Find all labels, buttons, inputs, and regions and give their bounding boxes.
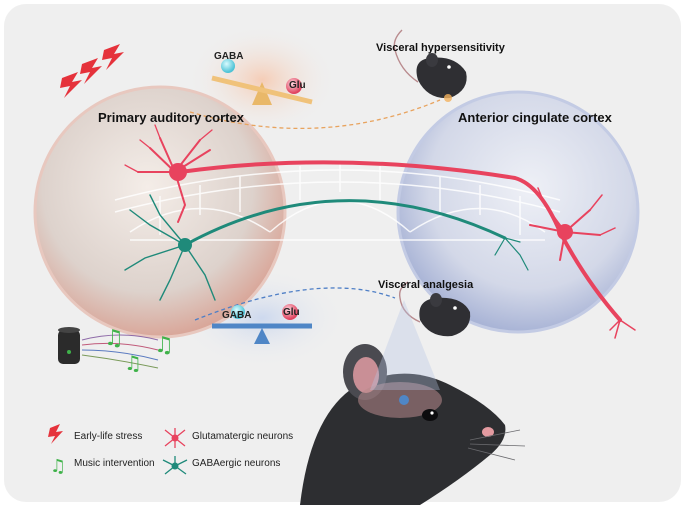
music-note-icons: ♫ ♫ ♫ (104, 326, 174, 375)
gabaergic-neuron (178, 238, 192, 252)
svg-text:♫: ♫ (104, 326, 124, 351)
visceral-analgesia-label: Visceral analgesia (378, 279, 474, 291)
top-balance-icon (211, 59, 313, 105)
legend-glutamatergic-icon (164, 428, 186, 448)
legend-music-label: Music intervention (74, 458, 155, 469)
legend-glutamatergic-label: Glutamatergic neurons (192, 431, 294, 442)
mouse-analgesia-icon (398, 281, 471, 337)
bottom-balance-icon (212, 304, 312, 344)
legend-stress-icon (48, 424, 63, 444)
anterior-cingulate-cortex-label: Anterior cingulate cortex (458, 110, 612, 125)
visceral-hypersensitivity-label: Visceral hypersensitivity (376, 42, 505, 54)
legend-stress-label: Early-life stress (74, 431, 143, 442)
top-dashed-link (189, 99, 441, 130)
top-glu-molecule (286, 78, 302, 94)
glutamatergic-neuron-left (169, 163, 187, 181)
top-gaba-label: GABA (214, 51, 244, 62)
legend-gabaergic-label: GABAergic neurons (192, 458, 281, 469)
stress-lightning-icons (60, 44, 124, 98)
legend-music-icon: ♫ (50, 456, 66, 477)
mouse-hypersensitive-icon (393, 29, 467, 102)
bottom-dashed-link (194, 287, 396, 321)
glutamatergic-projection (124, 124, 636, 339)
svg-text:♫: ♫ (124, 351, 142, 375)
legend-gabaergic-icon (162, 456, 188, 475)
primary-auditory-cortex-label: Primary auditory cortex (98, 110, 244, 125)
mouse-head-illustration (300, 300, 526, 505)
top-glu-label: Glu (289, 80, 306, 91)
bottom-glu-molecule (282, 304, 298, 320)
bridge-illustration (114, 163, 561, 241)
gabaergic-projection (124, 194, 529, 301)
speaker-icon (58, 327, 80, 364)
bottom-gaba-label: GABA (222, 310, 252, 321)
anterior-cingulate-cortex-sphere (396, 90, 640, 334)
glutamatergic-neuron-right (557, 224, 573, 240)
bottom-gaba-molecule (231, 305, 245, 319)
svg-text:♫: ♫ (154, 333, 174, 358)
top-gaba-molecule (221, 59, 235, 73)
bottom-glu-label: Glu (283, 307, 300, 318)
sound-waves (81, 334, 159, 369)
